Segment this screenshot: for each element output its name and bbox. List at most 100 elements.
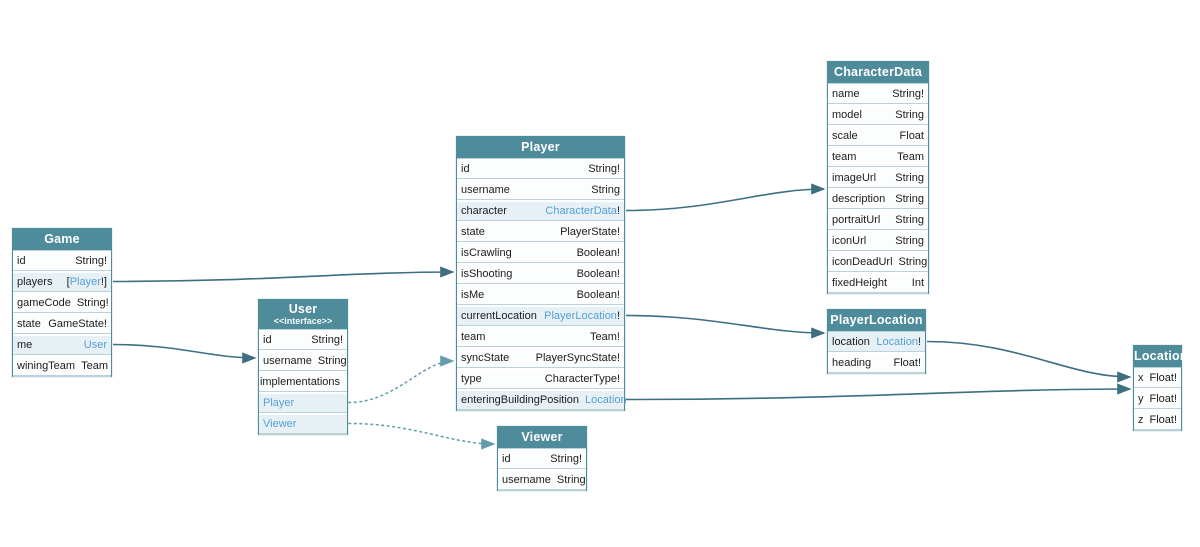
type-link-playerlocation[interactable]: PlayerLocation: [544, 310, 617, 322]
type-text: Float: [899, 130, 924, 142]
edge-playerlocation-row0-to-location: [926, 340, 1132, 383]
type-text: String!: [588, 162, 620, 175]
field-name: model: [832, 109, 862, 121]
field-row-player-isme[interactable]: isMe Boolean!: [457, 284, 624, 305]
field-name: isMe: [461, 289, 485, 301]
field-name: description: [832, 193, 886, 205]
field-name: username: [502, 474, 551, 486]
field-row-location-x[interactable]: x Float!: [1134, 367, 1181, 388]
field-type: Int: [912, 277, 924, 289]
field-name: me: [17, 339, 33, 351]
field-type: String: [895, 214, 924, 226]
field-row-player-character[interactable]: character CharacterData!: [457, 200, 624, 221]
type-link-player[interactable]: Player: [69, 276, 101, 288]
table-header-user[interactable]: User<<interface>>: [259, 300, 347, 329]
field-row-game-players[interactable]: players [Player!]: [13, 271, 111, 292]
field-name: name: [832, 87, 860, 100]
field-type: String: [895, 193, 924, 205]
type-link-player[interactable]: Player: [263, 397, 295, 409]
edge-user-row4-to-viewer: [348, 422, 496, 450]
type-text: String!: [892, 87, 924, 100]
type-text: String: [895, 109, 924, 121]
type-link-location[interactable]: Location: [585, 394, 627, 406]
type-text: CharacterType!: [544, 373, 620, 385]
field-name: players: [17, 276, 53, 288]
field-name: character: [461, 205, 507, 217]
field-row-characterdata-model[interactable]: model String: [828, 104, 928, 125]
type-link-location[interactable]: Location: [876, 335, 918, 348]
field-name: enteringBuildingPosition: [461, 394, 580, 406]
field-name: implementations: [259, 376, 341, 388]
field-type: Location: [585, 394, 627, 406]
type-text: Boolean!: [576, 289, 620, 301]
type-text: Float!: [1149, 371, 1178, 384]
table-header-playerlocation[interactable]: PlayerLocation: [828, 310, 925, 331]
table-header-game[interactable]: Game: [13, 229, 111, 250]
edge-player-row7-to-playerlocation: [625, 314, 826, 339]
type-link-viewer[interactable]: Viewer: [263, 418, 297, 430]
field-type: Float: [900, 130, 924, 142]
field-type: String: [895, 109, 924, 121]
field-row-characterdata-name[interactable]: name String!: [828, 83, 928, 104]
field-row-user-player[interactable]: Player: [259, 392, 347, 413]
type-text: PlayerState!: [560, 226, 620, 238]
field-type: User: [84, 339, 107, 351]
field-type: CharacterType!: [545, 373, 620, 385]
type-text: !: [616, 205, 620, 217]
table-header-characterdata[interactable]: CharacterData: [828, 62, 928, 83]
type-text: Boolean!: [576, 268, 620, 280]
type-text: Float!: [1149, 393, 1178, 405]
type-text: !: [616, 310, 620, 322]
field-type: Float!: [1150, 393, 1178, 405]
type-link-user[interactable]: User: [83, 339, 107, 351]
table-header-location[interactable]: Location: [1134, 346, 1187, 367]
type-text: String: [317, 355, 347, 367]
field-row-user-implementations[interactable]: implementations: [259, 371, 347, 392]
table-header-player[interactable]: Player: [457, 137, 624, 158]
field-row-player-enteringbuildingposition[interactable]: enteringBuildingPosition Location: [457, 389, 627, 410]
table-header-viewer[interactable]: Viewer: [498, 427, 586, 448]
field-row-user-viewer[interactable]: Viewer: [259, 413, 347, 434]
field-row-characterdata-description[interactable]: description String: [828, 188, 928, 209]
type-text: Float!: [893, 357, 921, 369]
type-link-characterdata[interactable]: CharacterData: [545, 205, 617, 217]
type-text: String: [898, 256, 928, 268]
field-name: x: [1138, 371, 1144, 384]
field-type: Location!: [876, 336, 921, 348]
field-type: String: [899, 256, 928, 268]
field-type: [Player!]: [67, 276, 107, 288]
type-text: GameState!: [48, 318, 107, 330]
field-row-game-me[interactable]: me User: [13, 334, 111, 355]
